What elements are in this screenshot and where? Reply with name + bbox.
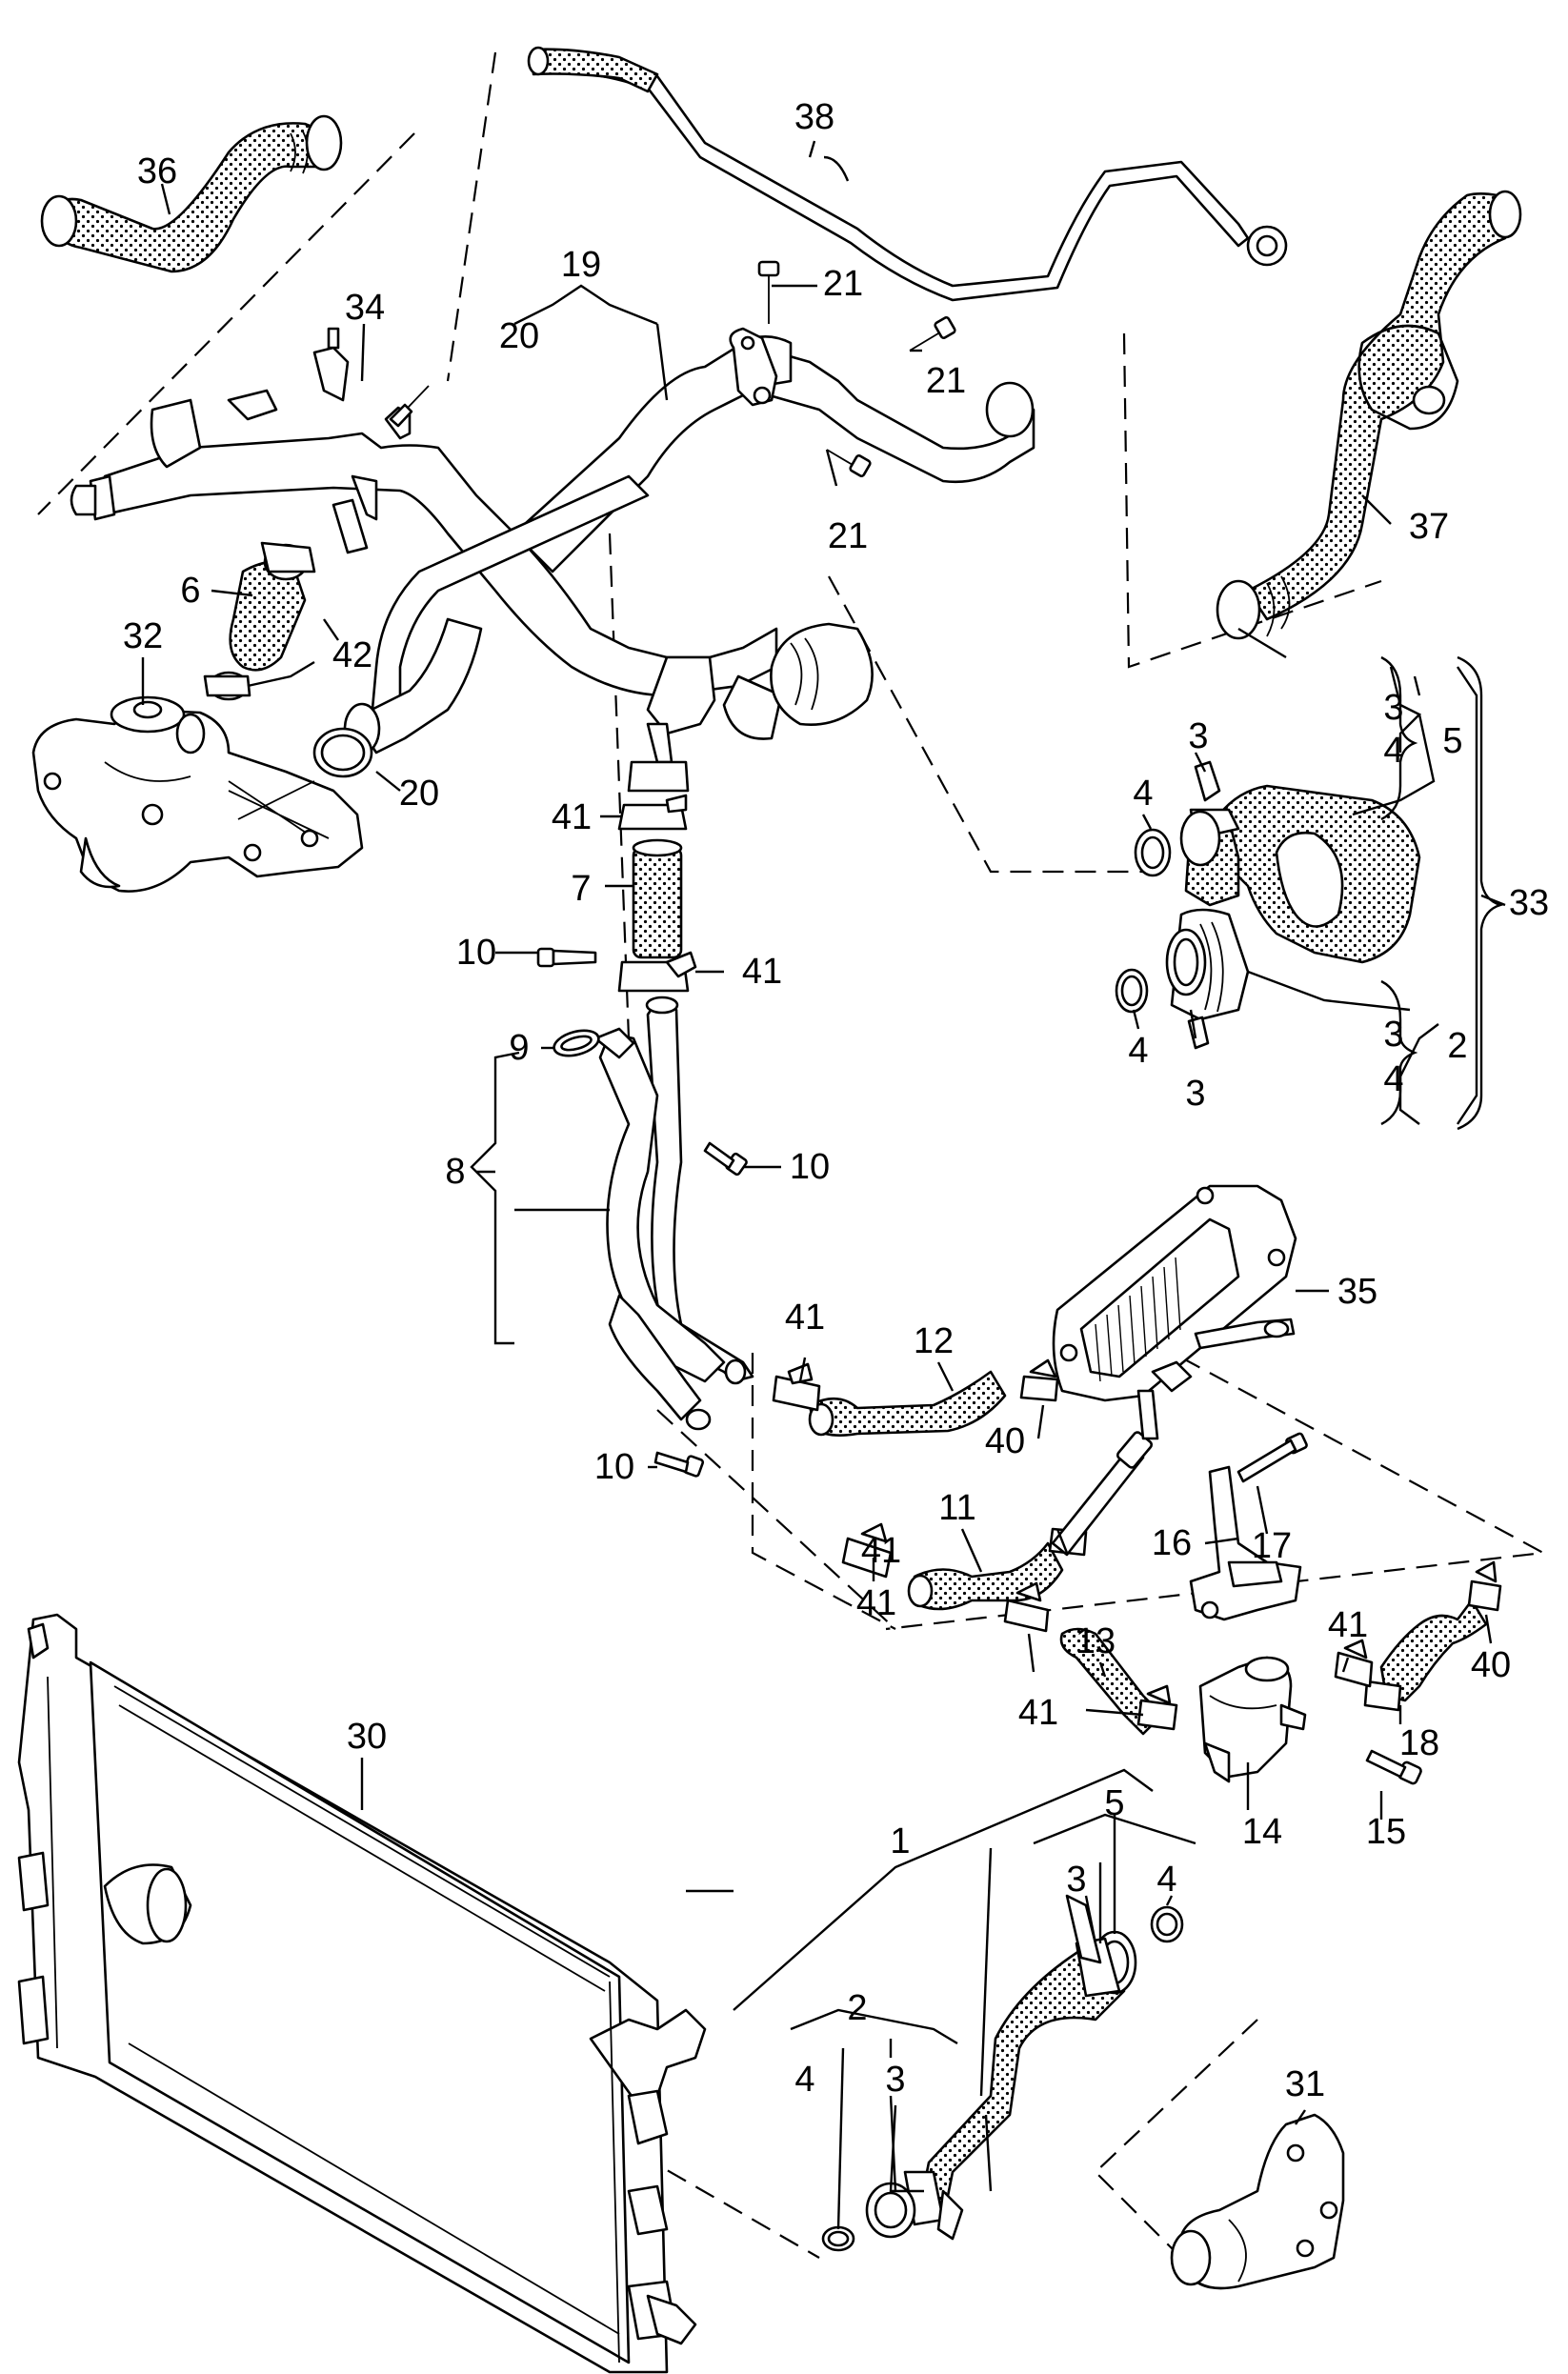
hose-37 (1216, 190, 1522, 640)
label-2-bottom: 2 (847, 1988, 867, 2028)
label-4-bottom-b: 4 (794, 2060, 814, 2100)
label-31: 31 (1285, 2064, 1325, 2104)
label-33: 33 (1509, 883, 1549, 923)
label-42: 42 (332, 635, 372, 675)
label-10-a: 10 (456, 933, 496, 973)
label-37: 37 (1409, 507, 1449, 547)
label-4-top-d: 4 (1128, 1031, 1148, 1071)
hose-1 (865, 1894, 1137, 2241)
leader-lines (141, 140, 1506, 2230)
label-20-bottom: 20 (399, 774, 439, 814)
bolt-17 (1236, 1432, 1308, 1483)
hose-36 (40, 114, 343, 273)
label-13: 13 (1075, 1621, 1116, 1661)
label-1: 1 (890, 1821, 910, 1861)
label-3-bottom-b: 3 (885, 2060, 905, 2100)
pipe-35-outlet (1051, 1431, 1154, 1557)
label-3-top-c: 3 (1383, 1015, 1403, 1055)
clamps-41-lower (1003, 1581, 1178, 1731)
label-17: 17 (1252, 1526, 1292, 1566)
label-12: 12 (914, 1321, 954, 1361)
label-41-b: 41 (742, 952, 782, 992)
label-10-c: 10 (594, 1447, 634, 1487)
bolts-10 (536, 947, 748, 1478)
label-3-top-d: 3 (1185, 1074, 1205, 1114)
label-40-a: 40 (985, 1421, 1025, 1461)
label-41-g: 41 (861, 1531, 901, 1571)
label-5-bottom: 5 (1104, 1783, 1124, 1823)
thermostat-housing-32 (31, 695, 364, 893)
grouping-braces (1380, 655, 1505, 1131)
bolt-15 (1365, 1749, 1422, 1785)
label-41-e: 41 (1328, 1605, 1368, 1645)
label-10-b: 10 (790, 1147, 830, 1187)
label-34: 34 (345, 288, 385, 328)
label-35: 35 (1337, 1272, 1377, 1312)
hose-assembly-33 (1165, 760, 1421, 1050)
part-number-labels: 36 38 19 20 21 21 21 34 37 6 42 32 20 41… (123, 97, 1549, 2104)
hose-12 (808, 1370, 1007, 1437)
o-ring-9 (553, 1029, 600, 1057)
o-rings-4-upper (1115, 828, 1172, 1014)
label-14: 14 (1242, 1812, 1282, 1852)
label-11: 11 (938, 1488, 975, 1528)
hose-6 (203, 541, 316, 701)
label-41-c: 41 (785, 1298, 825, 1338)
label-15: 15 (1366, 1812, 1406, 1852)
label-30: 30 (347, 1717, 387, 1757)
pipe-bracket-21 (729, 260, 956, 477)
label-40-b: 40 (1471, 1645, 1511, 1685)
label-4-top-b: 4 (1133, 774, 1153, 814)
label-21-c: 21 (828, 516, 868, 556)
radiator-30 (17, 1613, 707, 2374)
label-3-top-b: 3 (1383, 688, 1403, 728)
label-4-top-c: 4 (1383, 1059, 1403, 1099)
label-38: 38 (794, 97, 834, 137)
label-5-top: 5 (1442, 721, 1462, 761)
sensor-34 (389, 385, 430, 428)
label-6: 6 (180, 571, 200, 611)
clamps-41-40-upper (772, 1358, 1059, 1412)
pipe-fittings-top (70, 327, 412, 554)
flange-31 (1170, 2113, 1345, 2290)
label-4-bottom-a: 4 (1156, 1860, 1176, 1900)
label-21-a: 21 (823, 264, 863, 304)
label-41-a: 41 (552, 797, 592, 837)
pipe-8 (593, 996, 754, 1431)
cooler-35 (1052, 1184, 1297, 1440)
label-18: 18 (1399, 1723, 1439, 1763)
label-41-d: 41 (856, 1583, 896, 1623)
hose-7 (617, 794, 697, 993)
tube-38 (527, 46, 1288, 302)
label-3-top-a: 3 (1188, 716, 1208, 756)
pump-14 (1198, 1656, 1307, 1783)
label-36: 36 (137, 151, 177, 191)
label-2-top: 2 (1447, 1026, 1467, 1066)
label-32: 32 (123, 616, 163, 656)
hose-18 (1334, 1560, 1502, 1712)
label-20-top: 20 (499, 316, 539, 356)
label-41-f: 41 (1018, 1693, 1058, 1733)
bracket-16 (1189, 1465, 1302, 1621)
label-19: 19 (561, 245, 601, 285)
label-16: 16 (1152, 1523, 1192, 1563)
o-ring-20 (312, 727, 373, 778)
label-9: 9 (509, 1028, 529, 1068)
label-4-top-a: 4 (1383, 731, 1403, 771)
label-3-bottom-a: 3 (1066, 1860, 1086, 1900)
label-21-b: 21 (926, 361, 966, 401)
label-7: 7 (571, 869, 591, 909)
label-8: 8 (445, 1152, 465, 1192)
pipe-20-stub (343, 617, 483, 755)
